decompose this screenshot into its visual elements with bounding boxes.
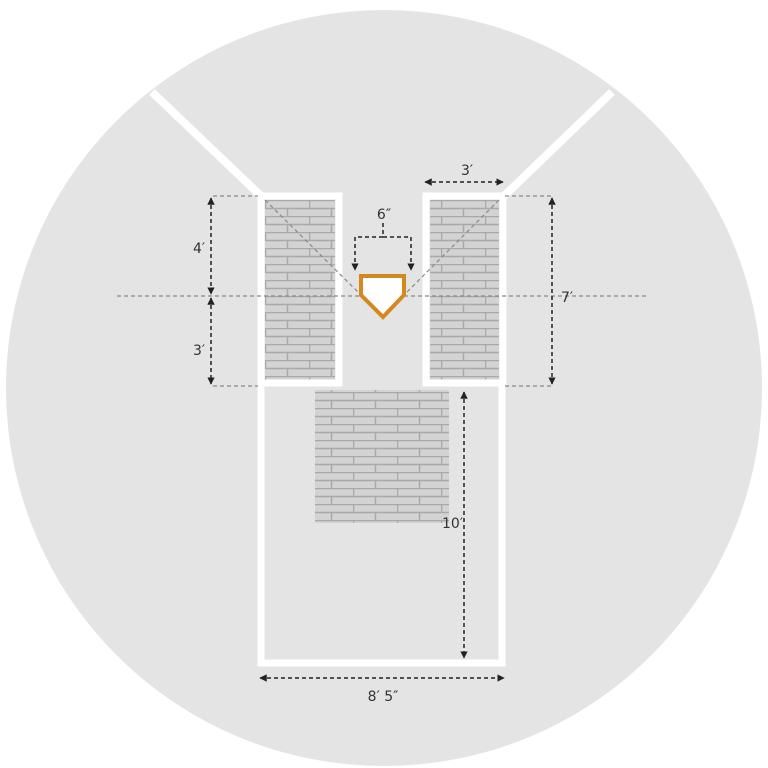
foul-line-left — [149, 89, 265, 200]
field-circle — [6, 10, 762, 766]
left-batters-box-surface — [265, 200, 335, 380]
label-6in: 6″ — [377, 207, 391, 223]
label-4ft: 4′ — [193, 241, 205, 257]
left-batters-box — [257, 192, 343, 387]
catchers-area-surface — [315, 390, 449, 523]
dim-bracket-6in-right — [383, 236, 415, 271]
catchers-box — [257, 383, 506, 667]
right-batters-box — [422, 192, 507, 387]
label-3ft-width: 3′ — [461, 163, 473, 179]
home-plate — [359, 274, 406, 320]
right-batters-box-surface — [430, 200, 499, 380]
dim-bracket-6in — [351, 223, 384, 271]
label-3ft-back: 3′ — [193, 343, 205, 359]
label-7ft: 7′ — [561, 290, 573, 306]
foul-line-right — [500, 89, 615, 200]
guide-lines — [117, 195, 648, 387]
label-8ft5in: 8′ 5″ — [368, 689, 399, 705]
label-10ft: 10′ — [442, 516, 463, 532]
